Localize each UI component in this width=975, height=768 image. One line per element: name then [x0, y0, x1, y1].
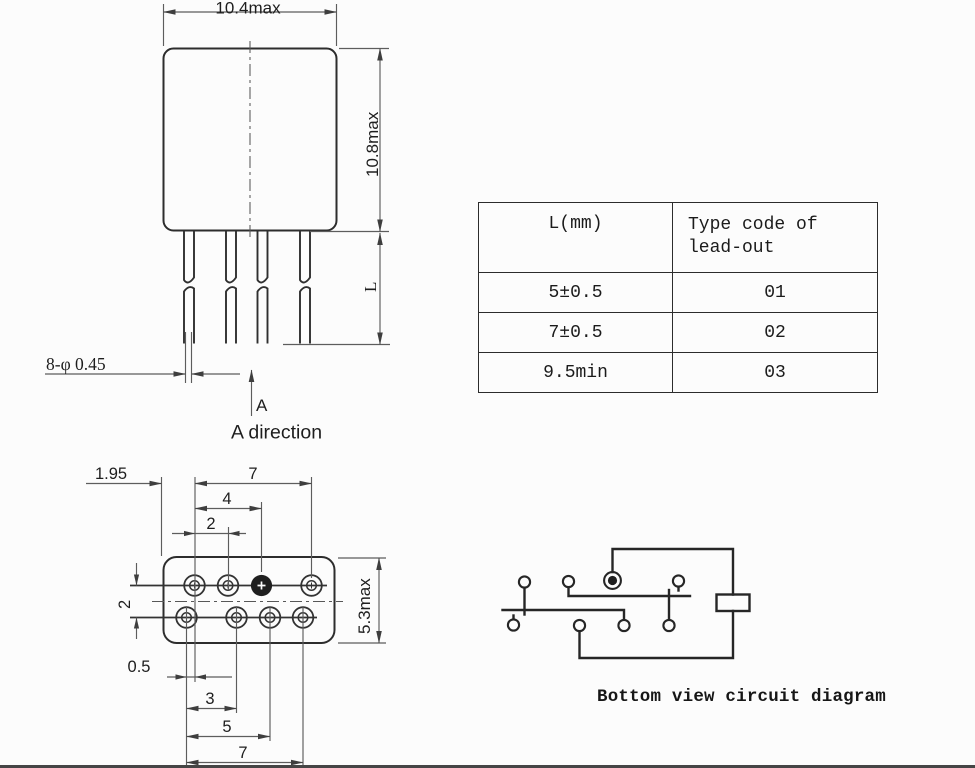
dim-lead-diameter-label: 8-φ 0.45: [46, 354, 106, 374]
dim-row-offset-label: 0.5: [128, 658, 151, 676]
terminal-circle: [561, 574, 576, 589]
relay-pin-1: [183, 230, 195, 344]
dim-height-label: 10.8max: [363, 111, 382, 177]
table-row: 9.5min 03: [478, 352, 878, 393]
dim-top-4-label: 4: [222, 490, 231, 508]
arrowhead-icon: [133, 617, 140, 629]
dim-width-label: 10.4max: [215, 0, 281, 18]
terminal-circle: [517, 575, 532, 589]
bottom-view-dimensions: 1.95 7 4 2 2 5.3max 0.5 3 5 7: [86, 465, 386, 766]
page-bottom-edge: [0, 765, 975, 768]
coil-wire: [611, 547, 735, 596]
header-code-label-line2: lead-out: [688, 238, 775, 258]
lead-length-table: L(mm) Type code of lead-out 5±0.5 01 7±0…: [478, 202, 878, 393]
arrowhead-icon: [228, 530, 240, 537]
circuit-caption: Bottom view circuit diagram: [597, 687, 886, 707]
length-cell: 7±0.5: [478, 312, 673, 353]
arrowhead-icon: [184, 530, 195, 537]
pad-top-3-polarity-filled: [250, 574, 273, 597]
contact-arm-line: [567, 585, 692, 598]
header-length-label: L(mm): [548, 214, 603, 234]
dim-bottom-3-label: 3: [205, 690, 214, 708]
terminal-circle: [671, 574, 686, 588]
table-row: 5±0.5 01: [478, 272, 878, 313]
circuit-diagram: [501, 547, 751, 660]
polarity-terminal-filled: [603, 571, 622, 590]
code-cell: 03: [672, 352, 878, 393]
coil-wire: [578, 609, 735, 660]
dim-lead-length-label: L: [361, 282, 380, 292]
length-cell: 9.5min: [478, 352, 673, 393]
front-view: [162, 41, 338, 344]
relay-pin-3: [256, 230, 269, 344]
view-direction-caption: A direction: [231, 422, 322, 444]
view-arrow-label: A: [256, 396, 268, 415]
dim-bottom-5-label: 5: [222, 718, 231, 736]
dim-bottom-7-label: 7: [238, 744, 247, 762]
terminal-circle: [662, 618, 676, 633]
code-cell: 02: [672, 312, 878, 353]
table-header-row: L(mm) Type code of lead-out: [478, 202, 878, 273]
bottom-view-body-outline: [162, 556, 336, 644]
terminal-circle: [506, 618, 521, 632]
dim-top-span-label: 7: [248, 465, 257, 483]
length-cell: 5±0.5: [478, 272, 673, 313]
relay-pin-4: [299, 230, 311, 344]
relay-pin-2: [225, 230, 237, 344]
dim-body-height-label: 5.3max: [355, 578, 374, 634]
dim-top-2-label: 2: [206, 515, 215, 533]
header-code-label-line1: Type code of: [688, 215, 818, 235]
terminal-circle: [572, 618, 587, 633]
table-header-length: L(mm): [478, 202, 673, 273]
dim-edge-offset-label: 1.95: [95, 465, 127, 483]
table-row: 7±0.5 02: [478, 312, 878, 353]
arrowhead-icon: [195, 674, 206, 680]
arrowhead-icon: [133, 574, 140, 586]
arrowhead-icon: [175, 674, 187, 680]
terminal-circle: [617, 618, 631, 633]
code-cell: 01: [672, 272, 878, 313]
dim-row-spacing-label: 2: [116, 600, 134, 609]
table-header-type-code: Type code of lead-out: [672, 202, 878, 273]
coil-symbol: [715, 593, 751, 613]
front-view-dimensions: 10.4max 10.8max L 8-φ 0.45 A A direction: [45, 0, 390, 444]
bottom-view: [130, 556, 343, 644]
contact-arm-line: [501, 608, 626, 622]
